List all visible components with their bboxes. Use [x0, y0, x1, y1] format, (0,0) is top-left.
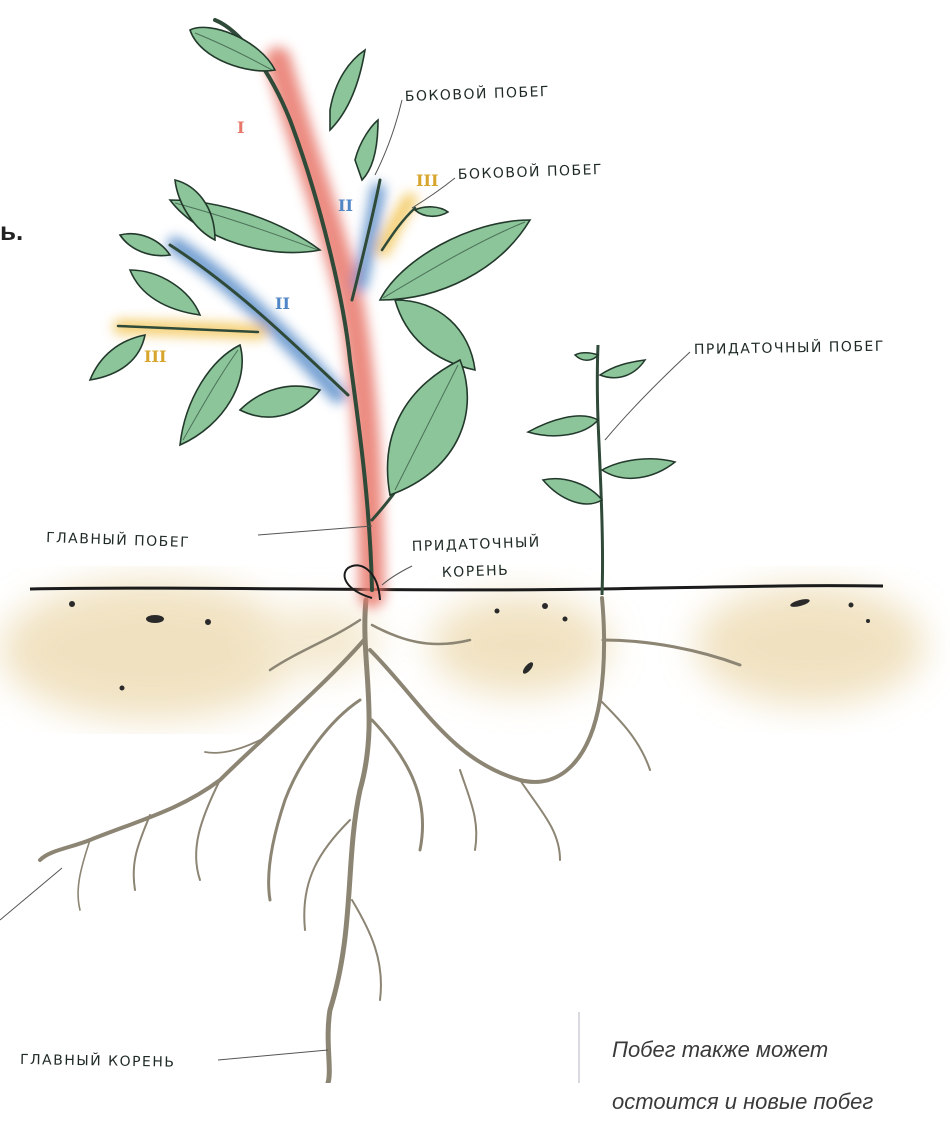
label-lateral-shoot-2: БОКОВОЙ ПОБЕГ: [458, 160, 604, 183]
label-adventitious-root-line1: ПРИДАТОЧНЫЙ: [412, 533, 542, 555]
note-line-1: Побег также может: [612, 1024, 873, 1076]
label-adventitious-root-line2: КОРЕНЬ: [442, 563, 510, 581]
soil: [0, 580, 925, 720]
clipped-heading-fragment: ь.: [0, 218, 23, 244]
plant-diagram: I II II III III БОКОВОЙ ПОБЕГ БОКОВОЙ ПО…: [0, 0, 950, 1083]
label-adventitious-shoot: ПРИДАТОЧНЫЙ ПОБЕГ: [694, 337, 885, 358]
order-numeral-2a: II: [338, 196, 353, 215]
order-numeral-3b: III: [144, 347, 166, 366]
label-lateral-shoot-1: БОКОВОЙ ПОБЕГ: [405, 82, 551, 105]
note-line-2: остоится и новые побег: [612, 1076, 873, 1128]
label-main-root: ГЛАВНЫЙ КОРЕНЬ: [20, 1050, 176, 1071]
label-main-shoot: ГЛАВНЫЙ ПОБЕГ: [46, 528, 191, 551]
order-numeral-2b: II: [275, 294, 290, 313]
adventitious-shoot-plant: [528, 345, 675, 595]
note-text: Побег также может остоится и новые побег: [612, 1024, 873, 1128]
order-numeral-1: I: [237, 118, 244, 137]
note-quote-bar: [578, 1012, 580, 1083]
order-numeral-3a: III: [416, 171, 438, 190]
